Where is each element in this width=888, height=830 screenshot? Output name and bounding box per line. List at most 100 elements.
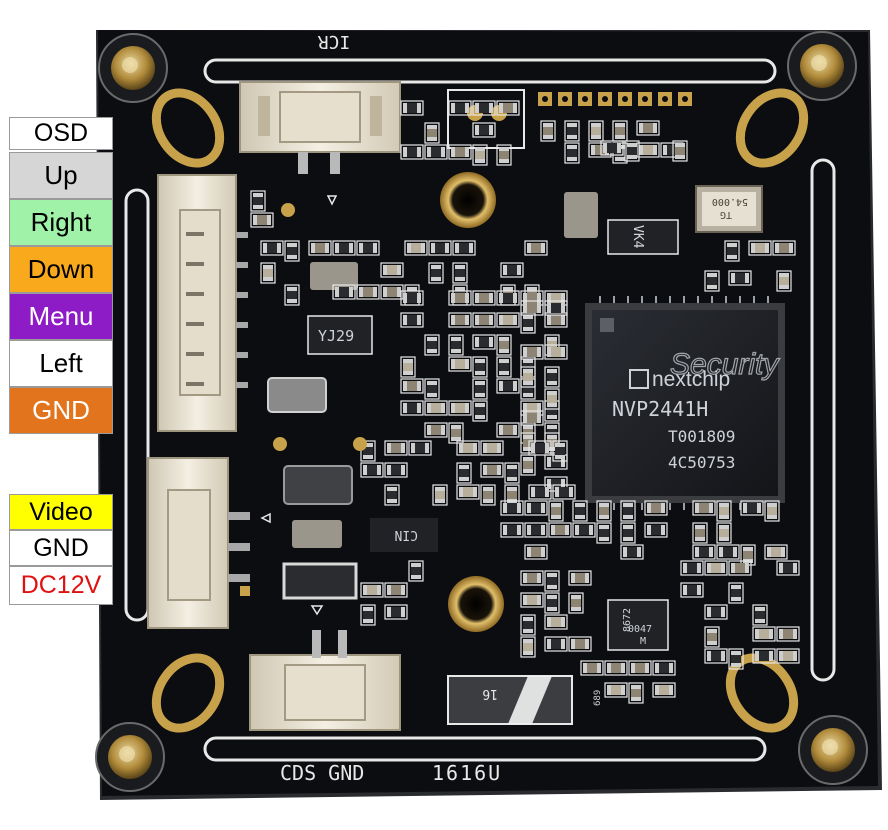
smd-outline bbox=[404, 240, 428, 256]
label-up: Up bbox=[9, 152, 113, 199]
smd-terminal bbox=[541, 243, 545, 253]
smd-outline bbox=[250, 212, 274, 228]
smd-part bbox=[335, 287, 353, 297]
smd-part bbox=[503, 265, 521, 275]
smd-terminal bbox=[523, 315, 533, 319]
smd-part bbox=[599, 525, 609, 541]
smd-terminal bbox=[383, 287, 387, 297]
crystal-freq: 54.000 bbox=[712, 196, 748, 207]
smd-terminal bbox=[721, 607, 725, 617]
smd-part bbox=[779, 629, 797, 639]
silk-arrow-2 bbox=[310, 605, 324, 616]
gold-dot-1 bbox=[281, 203, 295, 217]
smd-terminal bbox=[469, 243, 473, 253]
smd-terminal bbox=[417, 147, 421, 157]
smd-terminal bbox=[475, 381, 485, 385]
smd-terminal bbox=[547, 457, 551, 467]
smd-part bbox=[707, 629, 717, 645]
silk-model: 1616U bbox=[432, 761, 502, 785]
smd-terminal bbox=[719, 537, 729, 541]
smd-terminal bbox=[427, 403, 431, 413]
smd-outline bbox=[448, 290, 472, 306]
smd-terminal bbox=[547, 425, 557, 429]
smd-part bbox=[499, 381, 517, 391]
smd-part bbox=[531, 443, 549, 453]
smd-terminal bbox=[547, 585, 557, 589]
smd-terminal bbox=[475, 315, 479, 325]
smd-terminal bbox=[427, 125, 437, 129]
smd-terminal bbox=[627, 143, 637, 147]
smd-terminal bbox=[475, 371, 485, 375]
smd-part bbox=[547, 435, 557, 451]
smd-terminal bbox=[387, 607, 391, 617]
smd-part bbox=[407, 243, 425, 253]
smd-outline bbox=[332, 240, 356, 256]
smd-terminal bbox=[475, 337, 479, 347]
smd-outline bbox=[480, 462, 504, 478]
smd-terminal bbox=[483, 499, 493, 503]
smd-terminal bbox=[311, 243, 315, 253]
smd-terminal bbox=[583, 663, 587, 673]
smd-part bbox=[363, 465, 381, 475]
smd-outline bbox=[704, 626, 720, 648]
smd-terminal bbox=[661, 503, 665, 513]
smd-terminal bbox=[499, 337, 509, 341]
smd-outline bbox=[544, 614, 568, 630]
smd-part bbox=[503, 503, 521, 513]
smd-outline bbox=[448, 400, 472, 416]
smd-outline bbox=[644, 522, 668, 538]
smd-terminal bbox=[441, 403, 445, 413]
smd-outline bbox=[424, 334, 440, 356]
smd-part bbox=[451, 403, 469, 413]
smd-outline bbox=[496, 312, 520, 328]
smd-terminal bbox=[445, 243, 449, 253]
smd-terminal bbox=[561, 347, 565, 357]
silk-arrow-3 bbox=[260, 512, 271, 524]
smd-outline bbox=[540, 120, 556, 142]
smd-terminal bbox=[523, 447, 533, 451]
smd-outline bbox=[448, 100, 472, 116]
smd-outline bbox=[360, 440, 376, 462]
smd-terminal bbox=[397, 265, 401, 275]
smd-terminal bbox=[387, 585, 391, 595]
smd-terminal bbox=[547, 415, 557, 419]
smd-terminal bbox=[731, 651, 741, 655]
smd-terminal bbox=[661, 525, 665, 535]
smd-outline bbox=[596, 522, 612, 544]
smd-terminal bbox=[517, 265, 521, 275]
smd-terminal bbox=[731, 663, 741, 667]
smd-part bbox=[253, 193, 263, 209]
smd-terminal bbox=[607, 685, 611, 695]
smd-terminal bbox=[455, 287, 465, 291]
smd-outline bbox=[448, 144, 472, 160]
smd-terminal bbox=[547, 347, 551, 357]
smd-part bbox=[631, 663, 649, 673]
chip-8672: 8672 bbox=[622, 608, 633, 632]
smd-outline bbox=[544, 344, 568, 360]
smd-part bbox=[431, 243, 449, 253]
smd-terminal bbox=[531, 487, 535, 497]
smd-terminal bbox=[489, 103, 493, 113]
smd-terminal bbox=[397, 287, 401, 297]
smd-part bbox=[695, 503, 713, 513]
smd-terminal bbox=[547, 595, 557, 599]
smd-part bbox=[427, 337, 437, 353]
smd-terminal bbox=[263, 243, 267, 253]
smd-terminal bbox=[551, 503, 561, 507]
smd-terminal bbox=[561, 479, 565, 489]
smd-terminal bbox=[503, 503, 507, 513]
smd-terminal bbox=[547, 639, 551, 649]
smd-part bbox=[607, 663, 625, 673]
smd-terminal bbox=[561, 303, 565, 313]
chip-0047: 0047 bbox=[628, 624, 652, 635]
smd-part bbox=[599, 503, 609, 519]
smd-terminal bbox=[475, 147, 485, 151]
smd-terminal bbox=[627, 155, 637, 159]
smd-terminal bbox=[769, 651, 773, 661]
smd-outline bbox=[604, 682, 628, 698]
smd-outline bbox=[400, 144, 424, 160]
smd-terminal bbox=[599, 525, 609, 529]
smd-terminal bbox=[459, 477, 469, 481]
smd-outline bbox=[472, 400, 488, 422]
smd-outline bbox=[776, 626, 800, 642]
